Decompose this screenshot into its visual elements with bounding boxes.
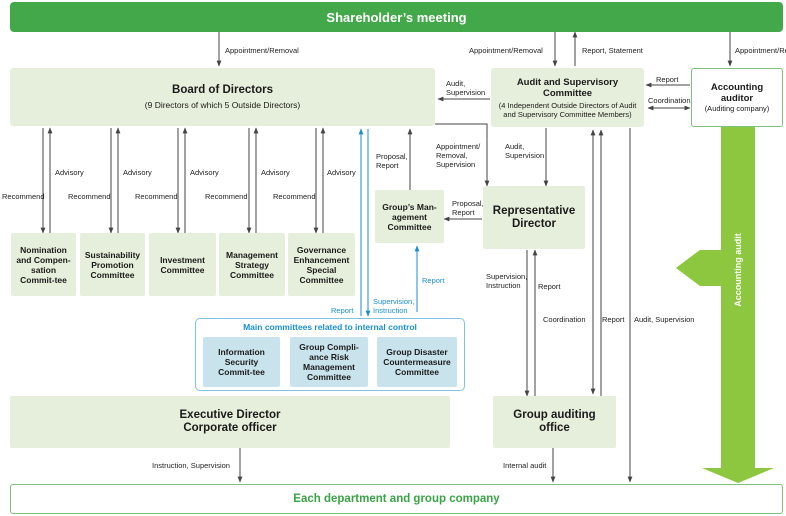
label-audit-supervision-dept: Audit, Supervision xyxy=(634,315,695,324)
group-audit-label: Group auditing office xyxy=(513,409,596,434)
label-advisory-5: Advisory xyxy=(327,168,356,177)
management-strategy-committee-box: Management Strategy Committee xyxy=(219,233,285,296)
label-report-statement: Report, Statement xyxy=(582,46,643,55)
label-appointment-asc: Appointment/Removal xyxy=(469,46,543,55)
representative-director-box: Representative Director xyxy=(483,186,585,249)
sustainability-label: Sustainability Promotion Committee xyxy=(84,249,141,280)
compliance-risk-committee-box: Group Compli-ance Risk Management Commit… xyxy=(290,337,368,387)
label-audit-supervision-rep: Audit, Supervision xyxy=(505,142,545,160)
label-supervision-instruction-blue: Supervision, Instruction xyxy=(373,297,415,315)
asc-subtitle: (4 Independent Outside Directors of Audi… xyxy=(498,100,637,119)
executive-label: Executive Director Corporate officer xyxy=(179,409,281,434)
label-report-blue: Report xyxy=(422,276,445,285)
label-recommend-4: Recommend xyxy=(205,192,248,201)
board-of-directors-box: Board of Directors (9 Directors of which… xyxy=(10,68,435,126)
departments-box: Each department and group company xyxy=(10,484,783,514)
accounting-auditor-box: Accounting auditor (Auditing company) xyxy=(691,68,783,127)
label-coordination-auditor: Coordination xyxy=(648,96,691,105)
compliance-label: Group Compli-ance Risk Management Commit… xyxy=(299,342,359,382)
disaster-countermeasure-committee-box: Group Disaster Countermeasure Committee xyxy=(377,337,457,387)
sustainability-committee-box: Sustainability Promotion Committee xyxy=(80,233,145,296)
label-appointment-supervision: Appointment/ Removal, Supervision xyxy=(436,142,481,169)
mgmt-strategy-label: Management Strategy Committee xyxy=(226,249,278,280)
label-recommend-2: Recommend xyxy=(68,192,111,201)
label-advisory-2: Advisory xyxy=(123,168,152,177)
label-recommend-1: Recommend xyxy=(2,192,45,201)
label-report-blue-2: Report xyxy=(331,306,354,315)
label-recommend-3: Recommend xyxy=(135,192,178,201)
disaster-label: Group Disaster Countermeasure Committee xyxy=(383,347,451,377)
departments-label: Each department and group company xyxy=(293,492,500,505)
group-auditing-office-box: Group auditing office xyxy=(493,396,616,448)
shareholders-meeting-label: Shareholder’s meeting xyxy=(326,9,467,25)
label-supervision-instruction-rep: Supervision, Instruction xyxy=(486,272,528,290)
label-appointment-board: Appointment/Removal xyxy=(225,46,299,55)
label-report-asc-group: Report xyxy=(602,315,625,324)
accounting-audit-label: Accounting audit xyxy=(733,233,743,307)
auditor-title: Accounting auditor xyxy=(710,81,764,104)
label-audit-supervision-board: Audit, Supervision xyxy=(446,79,486,97)
label-advisory-4: Advisory xyxy=(261,168,290,177)
information-security-committee-box: Information Security Commit-tee xyxy=(203,337,280,387)
audit-supervisory-committee-box: Audit and Supervisory Committee (4 Indep… xyxy=(491,68,644,127)
label-appointment-auditor: Appointment/Removal xyxy=(735,46,786,55)
asc-title: Audit and Supervisory Committee xyxy=(516,76,619,99)
executive-director-box: Executive Director Corporate officer xyxy=(10,396,450,448)
label-instruction-supervision: Instruction, Supervision xyxy=(152,461,230,470)
label-internal-audit: Internal audit xyxy=(503,461,547,470)
label-report-auditor: Report xyxy=(656,75,679,84)
label-advisory-3: Advisory xyxy=(190,168,219,177)
label-coordination-group-audit: Coordination xyxy=(543,315,586,324)
representative-label: Representative Director xyxy=(492,204,576,230)
label-recommend-5: Recommend xyxy=(273,192,316,201)
group-management-committee-box: Group’s Man-agement Committee xyxy=(375,190,444,243)
nomination-committee-box: Nomination and Compen-sation Commit-tee xyxy=(11,233,76,296)
governance-committee-box: Governance Enhancement Special Committee xyxy=(288,233,355,296)
label-advisory-1: Advisory xyxy=(55,168,84,177)
label-proposal-report-group: Proposal, Report xyxy=(452,199,484,217)
nomination-label: Nomination and Compen-sation Commit-tee xyxy=(16,244,71,285)
info-security-label: Information Security Commit-tee xyxy=(218,347,265,377)
label-report-group-audit: Report xyxy=(538,282,561,291)
investment-committee-box: Investment Committee xyxy=(149,233,216,296)
main-committees-title: Main committees related to internal cont… xyxy=(243,322,417,332)
governance-label: Governance Enhancement Special Committee xyxy=(293,244,350,285)
group-mgmt-label: Group’s Man-agement Committee xyxy=(382,201,437,232)
investment-label: Investment Committee xyxy=(160,254,205,275)
label-proposal-report-board: Proposal, Report xyxy=(376,152,408,170)
shareholders-meeting-box: Shareholder’s meeting xyxy=(10,2,783,32)
board-title: Board of Directors xyxy=(172,84,273,96)
board-subtitle: (9 Directors of which 5 Outside Director… xyxy=(144,100,301,110)
auditor-subtitle: (Auditing company) xyxy=(704,103,770,113)
